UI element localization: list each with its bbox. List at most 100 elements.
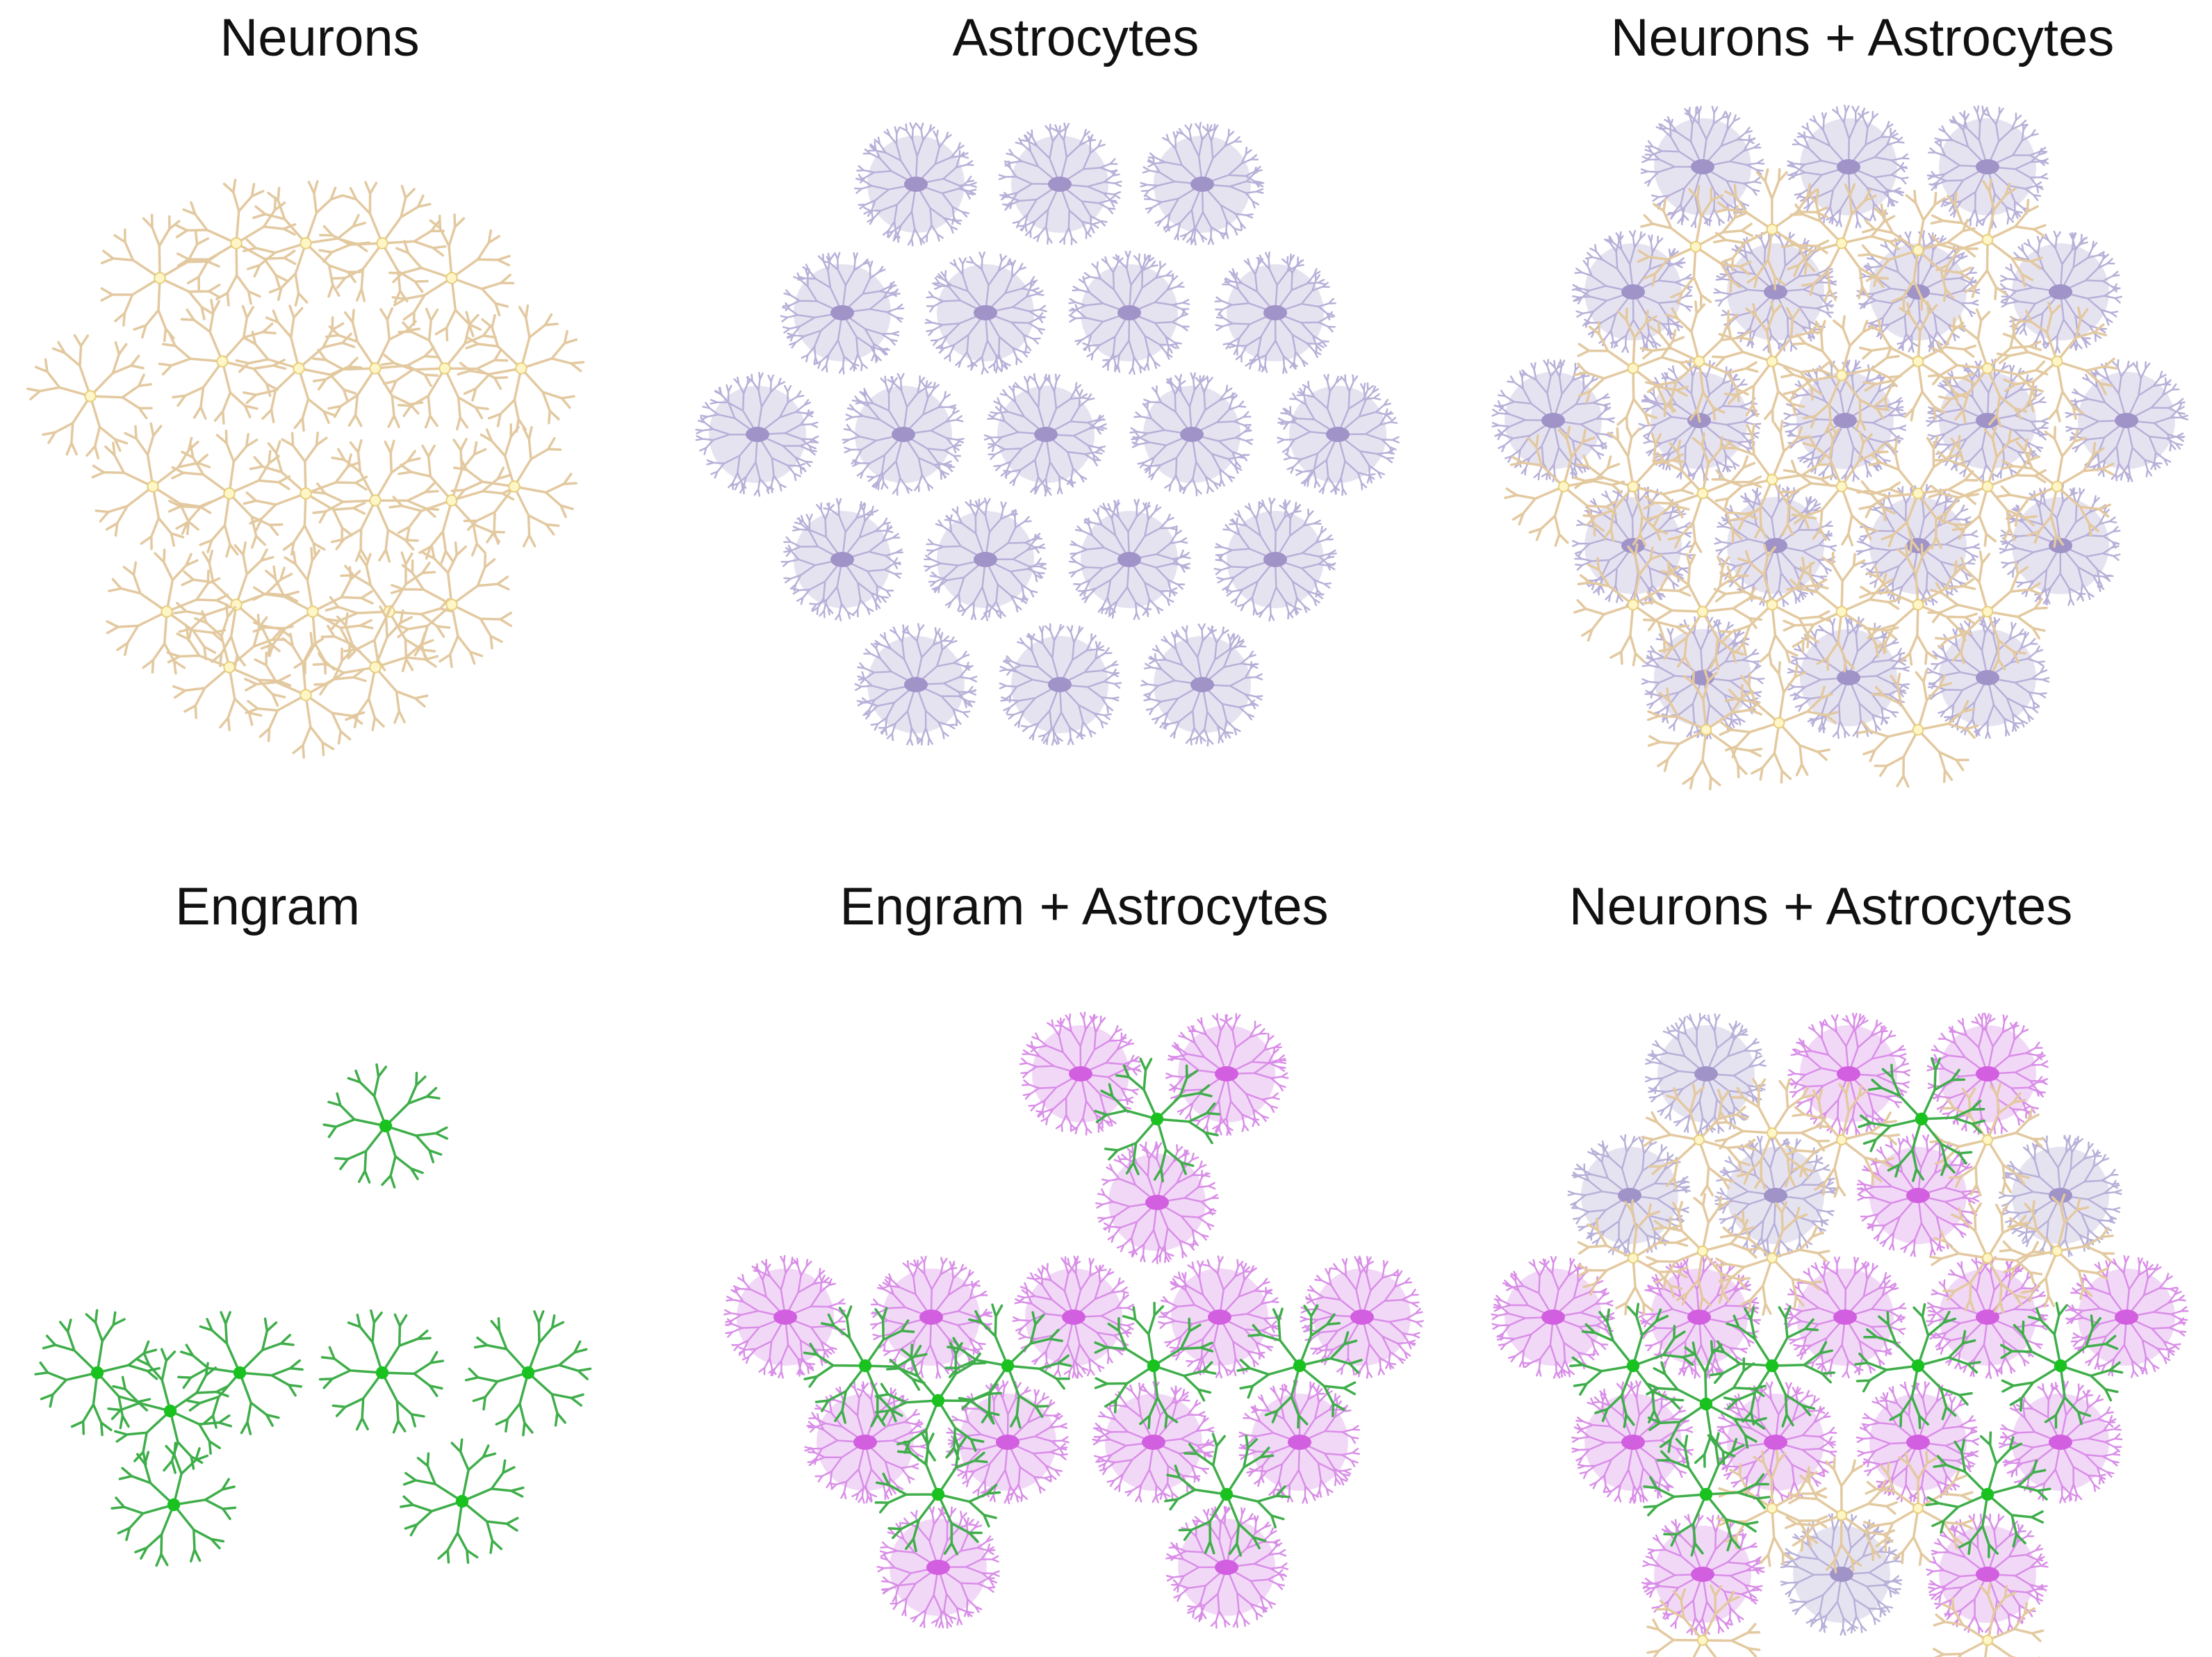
neuron-cell-icon bbox=[1784, 1457, 1899, 1574]
engram-neuron-icon bbox=[874, 1341, 1003, 1464]
engram-neuron-icon bbox=[1858, 1057, 1985, 1182]
engram-astrocyte-icon bbox=[1926, 1513, 2049, 1635]
astrocyte-cell-icon bbox=[1571, 229, 1694, 353]
engram-astrocyte-icon bbox=[1012, 1255, 1135, 1379]
engram-neuron-icon bbox=[322, 1063, 448, 1189]
panel-title-neurons: Neurons bbox=[220, 8, 419, 67]
astrocyte-cell-icon bbox=[983, 373, 1108, 497]
neuron-cell-icon bbox=[91, 422, 213, 550]
neuron-cell-icon bbox=[318, 181, 447, 304]
engram-neuron-icon bbox=[400, 1438, 525, 1564]
neuron-cell-icon bbox=[1929, 1083, 2046, 1197]
neuron-cell-icon bbox=[1928, 1202, 2045, 1314]
engram-astrocyte-icon bbox=[1787, 1013, 1911, 1136]
engram-astrocyte-icon bbox=[1095, 1141, 1220, 1264]
engram-neuron-icon bbox=[110, 1442, 237, 1567]
neuron-cell-icon bbox=[174, 179, 297, 307]
neuron-cell-icon bbox=[1927, 178, 2047, 300]
engram-neuron-icon bbox=[2000, 1302, 2124, 1429]
neuron-cell-icon bbox=[1858, 543, 1978, 666]
engram-astrocyte-icon bbox=[2065, 1255, 2189, 1378]
astrocyte-cell-icon bbox=[998, 122, 1122, 245]
astrocyte-cell-icon bbox=[1213, 497, 1337, 622]
neuron-cell-icon bbox=[1714, 1077, 1831, 1190]
neuron-cell-icon bbox=[1646, 1584, 1761, 1657]
neuron-cell-icon bbox=[244, 632, 367, 759]
neuron-cell-icon bbox=[1781, 427, 1902, 547]
engram-astrocyte-icon bbox=[1641, 1513, 1765, 1637]
engram-neuron-icon bbox=[1569, 1303, 1696, 1428]
neuron-cell-icon bbox=[1996, 301, 2118, 423]
neuron-cell-icon bbox=[26, 334, 153, 459]
engram-neuron-icon bbox=[1094, 1057, 1221, 1183]
astrocyte-cell-icon bbox=[780, 252, 905, 375]
neuron-cell-icon bbox=[1856, 435, 1979, 554]
neuron-cell-icon bbox=[1859, 300, 1977, 422]
engram-astrocyte-icon bbox=[1783, 1256, 1907, 1379]
neuron-cell-icon bbox=[235, 304, 363, 432]
neuron-cell-icon bbox=[1932, 1583, 2045, 1657]
engram-neuron-icon bbox=[874, 1432, 1001, 1556]
neuron-cell-icon bbox=[1857, 669, 1979, 788]
astrocyte-cell-icon bbox=[854, 623, 978, 746]
panel-neurons-astrocytes-bottom-cells bbox=[1491, 1012, 2189, 1657]
astrocyte-cell-icon bbox=[1926, 615, 2050, 739]
astrocyte-cell-icon bbox=[1714, 1134, 1837, 1258]
neuron-cell-icon bbox=[1643, 432, 1762, 554]
neuron-cell-icon bbox=[1862, 1451, 1974, 1566]
astrocyte-cell-icon bbox=[853, 122, 977, 247]
neuron-cell-icon bbox=[1928, 426, 2047, 547]
neuron-cell-icon bbox=[1783, 551, 1901, 673]
engram-astrocyte-icon bbox=[1300, 1255, 1424, 1379]
astrocyte-cell-icon bbox=[1998, 1134, 2122, 1257]
neuron-cell-icon bbox=[388, 213, 515, 342]
astrocyte-cell-icon bbox=[695, 372, 819, 497]
neuron-cell-icon bbox=[100, 213, 221, 343]
neuron-cell-icon bbox=[388, 437, 515, 564]
astrocyte-cell-icon bbox=[1140, 623, 1263, 747]
engram-neuron-icon bbox=[1854, 1303, 1981, 1430]
neuron-cell-icon bbox=[1641, 553, 1762, 671]
panel-title-neurons-astrocytes-bottom: Neurons + Astrocytes bbox=[1569, 877, 2072, 936]
astrocyte-cell-icon bbox=[1644, 1013, 1767, 1136]
neuron-cell-icon bbox=[1504, 425, 1625, 547]
astrocyte-cell-icon bbox=[1068, 250, 1190, 375]
neuron-cell-icon bbox=[390, 541, 513, 669]
engram-astrocyte-icon bbox=[876, 1506, 1000, 1629]
engram-neuron-icon bbox=[803, 1305, 928, 1428]
neuron-cell-icon bbox=[166, 603, 292, 731]
neuron-cell-icon bbox=[311, 439, 440, 563]
neuron-cell-icon bbox=[450, 423, 577, 548]
astrocyte-cell-icon bbox=[1998, 230, 2122, 354]
neuron-cell-icon bbox=[1780, 315, 1902, 435]
engram-astrocyte-icon bbox=[1158, 1255, 1282, 1379]
neuron-cell-icon bbox=[1637, 185, 1754, 309]
neuron-cell-icon bbox=[1573, 307, 1694, 430]
engram-neuron-icon bbox=[318, 1309, 445, 1434]
engram-astrocyte-icon bbox=[1019, 1011, 1142, 1136]
neuron-cell-icon bbox=[1646, 668, 1763, 791]
panel-title-engram: Engram bbox=[175, 877, 360, 936]
panel-engram-astrocytes-cells bbox=[723, 1011, 1424, 1629]
neuron-cell-icon bbox=[457, 304, 585, 433]
panel-title-engram-astrocytes: Engram + Astrocytes bbox=[839, 877, 1328, 936]
engram-astrocyte-icon bbox=[1491, 1256, 1615, 1379]
astrocyte-cell-icon bbox=[1567, 1134, 1691, 1257]
neuron-cell-icon bbox=[242, 180, 370, 307]
astrocyte-cell-icon bbox=[1140, 122, 1265, 246]
neuron-cell-icon bbox=[167, 429, 291, 558]
astrocyte-cell-icon bbox=[1780, 1512, 1903, 1636]
neuron-cell-icon bbox=[1572, 425, 1694, 547]
engram-astrocyte-icon bbox=[946, 1380, 1070, 1505]
panel-neurons-astrocytes-top-cells bbox=[1491, 104, 2189, 791]
panel-astrocytes-cells bbox=[695, 122, 1400, 747]
neuron-cell-icon bbox=[1714, 1201, 1830, 1316]
engram-neuron-icon bbox=[464, 1310, 592, 1437]
engram-astrocyte-icon bbox=[1092, 1381, 1215, 1503]
astrocyte-cell-icon bbox=[780, 498, 904, 621]
astrocyte-cell-icon bbox=[924, 251, 1047, 375]
astrocyte-cell-icon bbox=[1214, 251, 1336, 375]
neuron-cell-icon bbox=[1927, 308, 2049, 428]
neuron-cell-icon bbox=[1641, 1082, 1758, 1197]
engram-neuron-icon bbox=[1164, 1432, 1291, 1557]
